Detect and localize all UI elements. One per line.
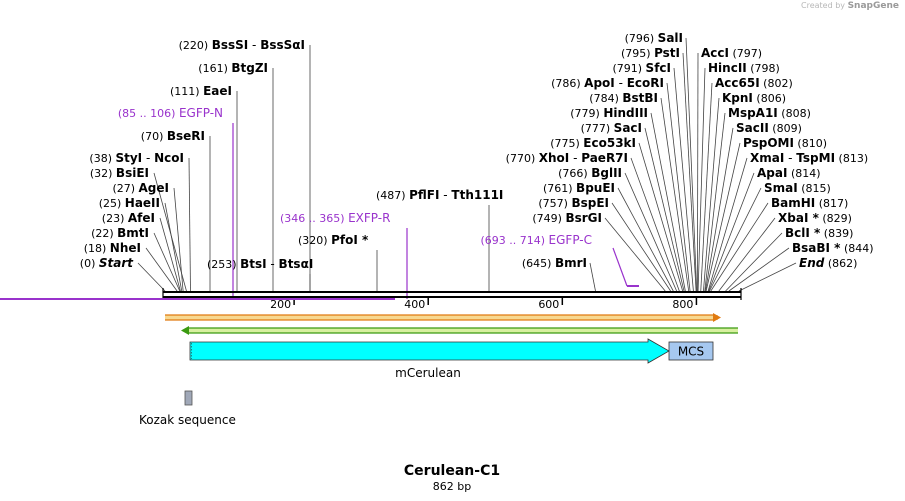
site-label: BsaBI * (844) xyxy=(792,241,874,255)
site-label: BclI * (839) xyxy=(785,226,853,240)
site-label: (32) BsiEI xyxy=(90,166,149,180)
site-label: MspA1I (808) xyxy=(728,106,811,120)
site-label: KpnI (806) xyxy=(722,91,786,105)
site-label: End (862) xyxy=(799,256,857,270)
site-label: SacII (809) xyxy=(736,121,802,135)
site-label: (766) BglII xyxy=(558,166,622,180)
site-label: (784) BstBI xyxy=(589,91,658,105)
mcs-feature[interactable]: MCS xyxy=(668,341,714,361)
gene-label: mCerulean xyxy=(395,366,461,380)
ruler-tick-label: 800 xyxy=(672,298,693,311)
map-title: Cerulean-C1 xyxy=(404,463,500,479)
site-label: (22) BmtI xyxy=(91,226,149,240)
credit-prefix: Created by xyxy=(801,1,846,10)
site-label: (779) HindIII xyxy=(570,106,648,120)
ruler-tick-label: 600 xyxy=(538,298,559,311)
snapgene-credit: Created by SnapGene xyxy=(801,1,899,11)
site-label: (795) PstI xyxy=(621,46,680,60)
site-label: (487) PflFI - Tth111I xyxy=(376,188,503,202)
site-leader-lines xyxy=(137,37,797,299)
primer-label: (85 .. 106) EGFP-N xyxy=(118,106,223,120)
credit-brand: SnapGene xyxy=(847,1,899,11)
ruler-ticks: 200 400 600 800 xyxy=(270,297,698,311)
site-labels: (220) BssSI - BssSαI (161) BtgZI (111) Eae… xyxy=(80,31,874,271)
kozak-label: Kozak sequence xyxy=(139,413,236,427)
site-label: (253) BtsI - BtsαI xyxy=(207,257,313,271)
map-length: 862 bp xyxy=(433,480,471,493)
site-label: (761) BpuEI xyxy=(543,181,615,195)
site-label: (111) EaeI xyxy=(170,84,232,98)
site-label: (18) NheI xyxy=(84,241,141,255)
site-label: (25) HaeII xyxy=(99,196,160,210)
site-label: XmaI - TspMI (813) xyxy=(750,151,868,165)
site-label: (0) Start xyxy=(80,256,134,270)
ruler-tick-label: 200 xyxy=(270,298,291,311)
site-label: HincII (798) xyxy=(708,61,780,75)
site-label: (220) BssSI - BssSαI xyxy=(179,38,305,52)
site-label: (27) AgeI xyxy=(112,181,169,195)
orf-reverse-arrow xyxy=(181,326,738,335)
site-label: (791) SfcI xyxy=(612,61,671,75)
site-label: PspOMI (810) xyxy=(743,136,827,150)
site-label: (770) XhoI - PaeR7I xyxy=(506,151,628,165)
site-label: (796) SalI xyxy=(625,31,683,45)
mcs-label: MCS xyxy=(678,345,704,359)
kozak-feature[interactable] xyxy=(184,390,193,406)
site-label: ApaI (814) xyxy=(757,166,821,180)
site-label: (320) PfoI * xyxy=(298,233,369,247)
ruler-tick-label: 400 xyxy=(404,298,425,311)
site-label: Acc65I (802) xyxy=(715,76,793,90)
site-label: XbaI * (829) xyxy=(778,211,852,225)
site-label: AccI (797) xyxy=(701,46,762,60)
site-label: BamHI (817) xyxy=(771,196,848,210)
orf-forward-arrow xyxy=(165,313,721,322)
site-label: (777) SacI xyxy=(581,121,642,135)
mcerulean-feature[interactable] xyxy=(189,338,670,364)
site-label: (757) BspEI xyxy=(538,196,609,210)
site-label: (161) BtgZI xyxy=(198,61,268,75)
site-label: (70) BseRI xyxy=(141,129,205,143)
site-label: (38) StyI - NcoI xyxy=(89,151,184,165)
site-label: (749) BsrGI xyxy=(532,211,602,225)
primer-marks xyxy=(0,285,639,300)
primer-label: (693 .. 714) EGFP-C xyxy=(480,233,592,247)
site-label: (786) ApoI - EcoRI xyxy=(551,76,664,90)
site-label: (775) Eco53kI xyxy=(550,136,636,150)
primer-label: (346 .. 365) EXFP-R xyxy=(280,211,390,225)
site-label: SmaI (815) xyxy=(764,181,831,195)
site-label: (645) BmrI xyxy=(522,256,587,270)
site-label: (23) AfeI xyxy=(102,211,155,225)
